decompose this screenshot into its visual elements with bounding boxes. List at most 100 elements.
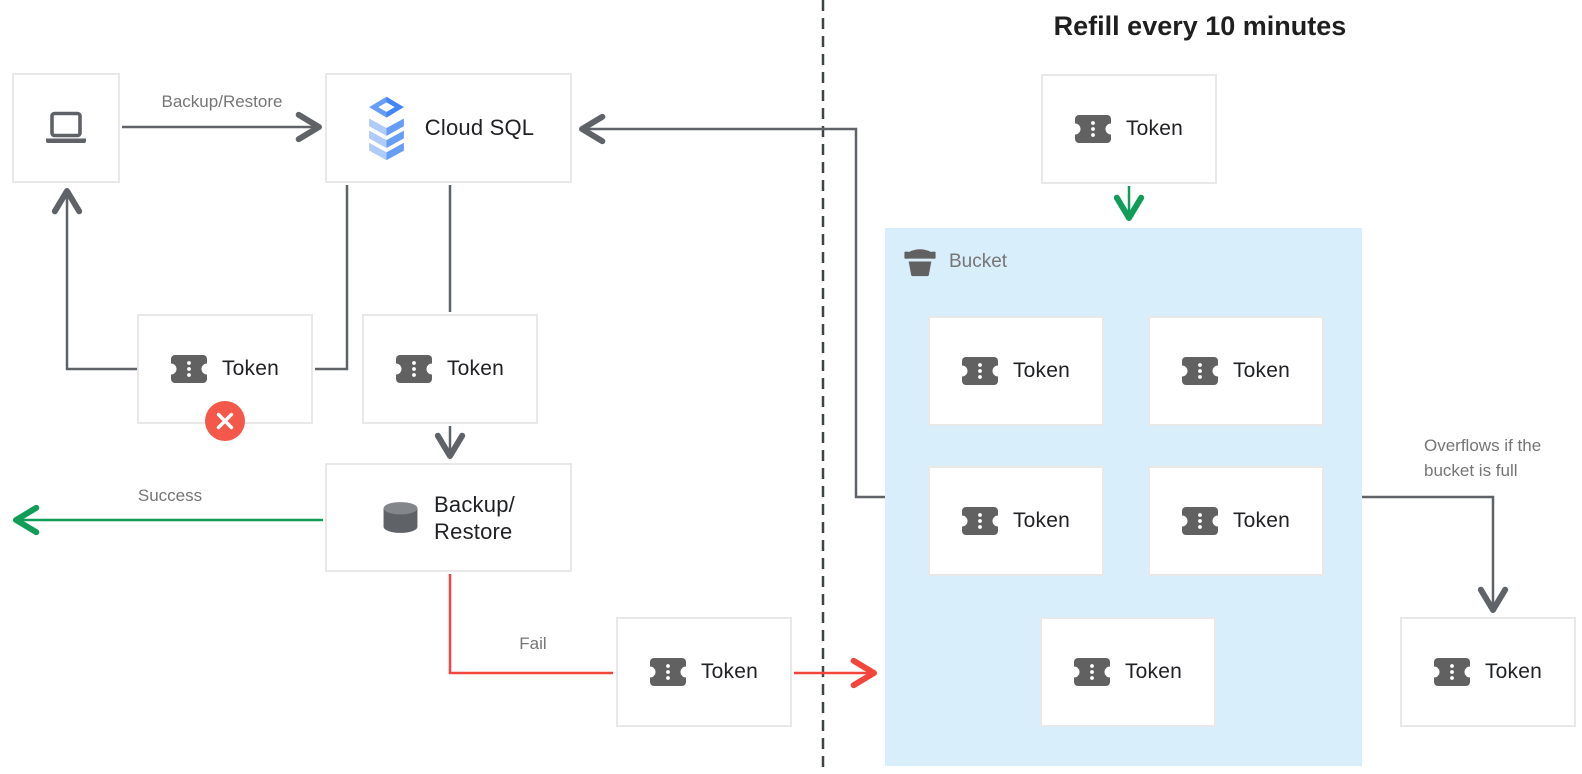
token-node-consumed: Token [362, 314, 538, 424]
ticket-icon-dot [666, 664, 670, 668]
line-fail-to-token [448, 574, 613, 675]
ticket-icon-dot [1198, 369, 1202, 373]
ticket-icon-notch-right [1212, 515, 1218, 527]
ticket-icon-dot [1091, 121, 1095, 125]
arrow-bucket-overflow [1362, 495, 1509, 613]
token-node-bucket-2: Token [1148, 316, 1324, 426]
ticket-icon-dot [187, 367, 191, 371]
ticket-icon-notch-left [1181, 515, 1188, 527]
database-icon [383, 502, 418, 533]
overflow-label-line1: Overflows if the [1424, 436, 1542, 455]
ticket-icon [961, 507, 998, 535]
ticket-icon-notch-left [649, 666, 656, 678]
request-arrow-label: Backup/Restore [161, 92, 283, 111]
token-label: Token [1484, 660, 1543, 683]
token-node-refill: Token [1041, 74, 1217, 184]
ticket-icon-dot [412, 361, 416, 365]
error-x-icon-cross [216, 412, 234, 430]
token-label: Token [700, 660, 759, 683]
ticket-icon-notch-left [1073, 666, 1080, 678]
ticket-icon-notch-right [680, 666, 686, 678]
ticket-icon-notch-right [992, 365, 998, 377]
arrow-rejected-token-to-client [51, 188, 139, 371]
ticket-icon-notch-left [170, 363, 177, 375]
ticket-icon-dot [978, 525, 982, 529]
bucket-icon-lid [904, 249, 936, 259]
arrow-bucket-to-cloudsql [579, 113, 885, 499]
ticket-icon [1181, 357, 1218, 385]
backup-restore-node: Backup/ Restore [325, 463, 572, 572]
success-arrow-label: Success [137, 486, 203, 505]
bucket-icon-horn-left [904, 251, 909, 259]
ticket-icon-dot [1198, 519, 1202, 523]
ticket-icon-dot [978, 519, 982, 523]
ticket-icon-dot [1090, 676, 1094, 680]
cloud-sql-icon-ring-right [386, 96, 404, 118]
bucket-header: Bucket [903, 246, 1007, 277]
ticket-icon-notch-left [395, 363, 402, 375]
database-icon-body [383, 508, 418, 533]
cloud-sql-icon-slab1-left [368, 118, 387, 136]
token-label: Token [446, 357, 505, 380]
cloud-sql-icon-slab2-right [386, 130, 404, 148]
ticket-icon [1073, 658, 1110, 686]
ticket-icon-dot [1090, 664, 1094, 668]
ticket-icon-notch-right [1212, 365, 1218, 377]
ticket-icon-dot [978, 513, 982, 517]
ticket-icon-dot [412, 367, 416, 371]
bucket-icon [904, 249, 936, 277]
token-label: Token [1232, 359, 1291, 382]
ticket-icon [1433, 658, 1470, 686]
cloud-sql-icon-ring-left [368, 96, 387, 118]
refill-title: Refill every 10 minutes [1053, 11, 1347, 41]
token-node-bucket-3: Token [928, 466, 1104, 576]
token-label: Token [221, 357, 280, 380]
token-node-bucket-1: Token [928, 316, 1104, 426]
ticket-icon-dot [1450, 676, 1454, 680]
ticket-icon [395, 355, 432, 383]
ticket-icon [649, 658, 686, 686]
ticket-icon-notch-left [1433, 666, 1440, 678]
error-x-icon [205, 401, 245, 441]
ticket-icon [1181, 507, 1218, 535]
backup-restore-label-line1: Backup/ [434, 491, 515, 517]
fail-arrow-label: Fail [519, 634, 547, 653]
ticket-icon-dot [978, 375, 982, 379]
ticket-icon [170, 355, 207, 383]
laptop-icon-screen [50, 111, 82, 137]
bucket-icon-horn-right [931, 251, 936, 259]
ticket-icon [1074, 115, 1111, 143]
cloud-sql-label: Cloud SQL [424, 115, 535, 140]
token-node-bucket-5: Token [1040, 617, 1216, 727]
cloud-sql-icon-ring-hole [378, 102, 395, 112]
cloud-sql-icon-slab1-right [386, 118, 404, 136]
ticket-icon-dot [187, 373, 191, 377]
cloud-sql-icon-slab3-left [368, 142, 387, 161]
ticket-icon-dot [978, 369, 982, 373]
ticket-icon-dot [1090, 670, 1094, 674]
ticket-icon-notch-right [992, 515, 998, 527]
ticket-icon-dot [412, 373, 416, 377]
ticket-icon-notch-left [961, 365, 968, 377]
ticket-icon-dot [1091, 127, 1095, 131]
ticket-icon-dot [1198, 375, 1202, 379]
token-label: Token [1012, 359, 1071, 382]
laptop-icon [46, 111, 86, 143]
cloud-sql-icon [368, 96, 404, 161]
ticket-icon-dot [1198, 525, 1202, 529]
ticket-icon-dot [1450, 664, 1454, 668]
ticket-icon-notch-left [1181, 365, 1188, 377]
line-cloudsql-to-rejected-token [315, 185, 349, 371]
cloud-sql-node: Cloud SQL [325, 73, 572, 183]
token-label: Token [1124, 660, 1183, 683]
cloud-sql-icon-slab3-right [386, 142, 404, 161]
backup-restore-label: Backup/ Restore [434, 491, 515, 545]
ticket-icon-notch-right [1105, 123, 1111, 135]
ticket-icon-dot [1091, 133, 1095, 137]
cloud-sql-icon-slab2-left [368, 130, 387, 148]
ticket-icon-dot [666, 670, 670, 674]
ticket-icon-dot [187, 361, 191, 365]
ticket-icon-dot [666, 676, 670, 680]
token-label: Token [1012, 509, 1071, 532]
